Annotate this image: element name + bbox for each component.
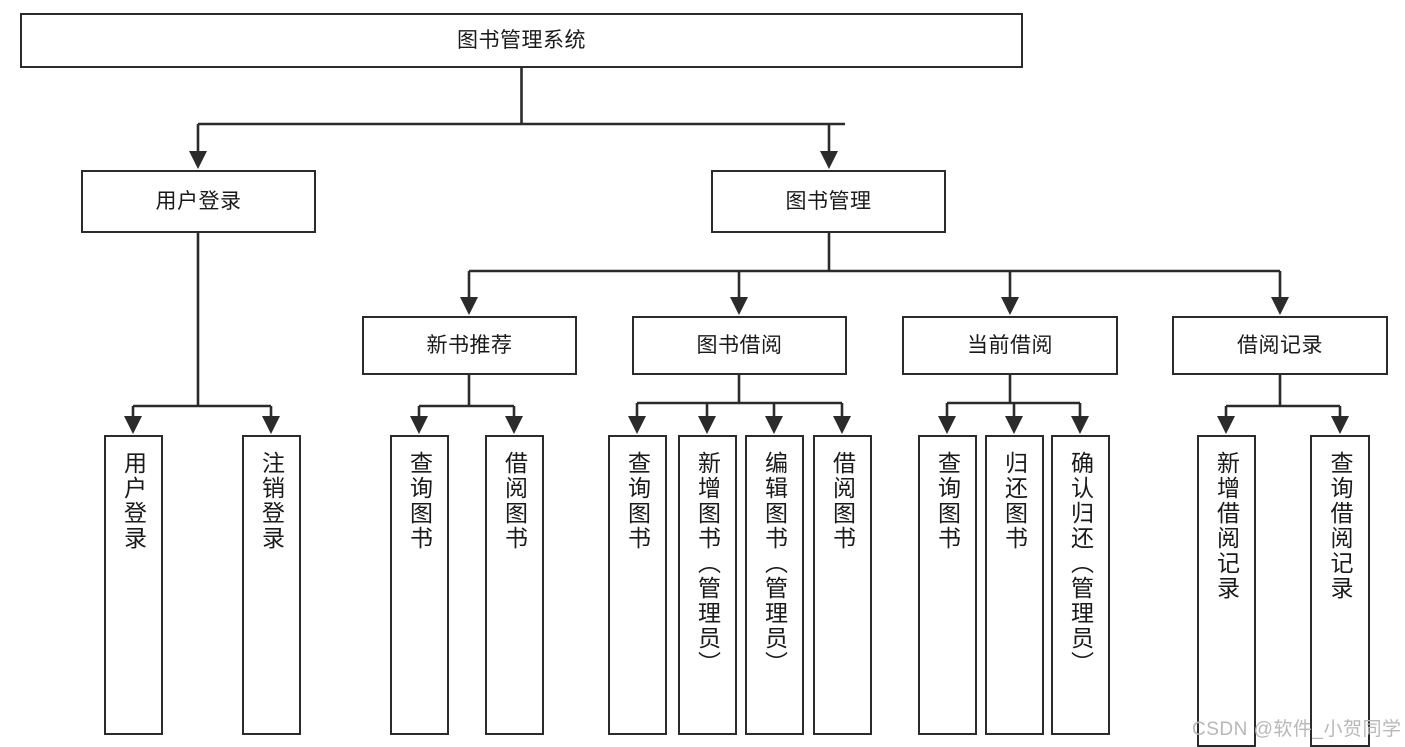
node-current-borrow[interactable]: 当前借阅 <box>902 316 1118 375</box>
node-leaf-add-book-label: 新增图书（管理员） <box>694 451 721 676</box>
node-new-book-rec[interactable]: 新书推荐 <box>362 316 577 375</box>
node-leaf-add-record-label: 新增借阅记录 <box>1213 451 1240 601</box>
node-root[interactable]: 图书管理系统 <box>20 13 1023 68</box>
node-leaf-return-book-label: 归还图书 <box>1001 451 1028 551</box>
node-user-login[interactable]: 用户登录 <box>81 170 316 233</box>
node-leaf-borrow-book-2-label: 借阅图书 <box>829 451 856 551</box>
node-leaf-user-logout[interactable]: 注销登录 <box>242 435 301 735</box>
node-leaf-query-book-3-label: 查询图书 <box>934 451 961 551</box>
node-leaf-query-book-1-label: 查询图书 <box>406 451 433 551</box>
node-leaf-return-book[interactable]: 归还图书 <box>985 435 1044 735</box>
node-leaf-edit-book[interactable]: 编辑图书（管理员） <box>745 435 804 735</box>
csdn-watermark: CSDN @软件_小贺同学 <box>1192 719 1402 740</box>
node-leaf-confirm-return-label: 确认归还（管理员） <box>1067 451 1094 676</box>
node-new-book-rec-label: 新书推荐 <box>426 333 513 357</box>
node-leaf-user-logout-label: 注销登录 <box>258 451 285 551</box>
node-leaf-edit-book-label: 编辑图书（管理员） <box>761 451 788 676</box>
node-leaf-query-book-2-label: 查询图书 <box>624 451 651 551</box>
node-leaf-user-login[interactable]: 用户登录 <box>104 435 163 735</box>
node-leaf-query-book-1[interactable]: 查询图书 <box>390 435 449 735</box>
node-user-login-label: 用户登录 <box>155 189 242 213</box>
node-book-manage-label: 图书管理 <box>785 189 872 213</box>
node-book-manage[interactable]: 图书管理 <box>711 170 946 233</box>
node-root-label: 图书管理系统 <box>457 28 586 52</box>
node-leaf-user-login-label: 用户登录 <box>120 451 147 551</box>
node-leaf-query-book-2[interactable]: 查询图书 <box>608 435 667 735</box>
node-borrow-record[interactable]: 借阅记录 <box>1172 316 1388 375</box>
node-leaf-confirm-return[interactable]: 确认归还（管理员） <box>1051 435 1110 735</box>
node-leaf-borrow-book-1[interactable]: 借阅图书 <box>485 435 544 735</box>
node-leaf-add-book[interactable]: 新增图书（管理员） <box>678 435 737 735</box>
node-leaf-add-record[interactable]: 新增借阅记录 <box>1197 435 1256 747</box>
node-borrow-record-label: 借阅记录 <box>1237 333 1323 357</box>
node-leaf-query-record-label: 查询借阅记录 <box>1327 451 1354 601</box>
node-leaf-borrow-book-2[interactable]: 借阅图书 <box>813 435 872 735</box>
node-leaf-borrow-book-1-label: 借阅图书 <box>501 451 528 551</box>
node-book-borrow[interactable]: 图书借阅 <box>632 316 847 375</box>
node-leaf-query-record[interactable]: 查询借阅记录 <box>1310 435 1370 747</box>
node-book-borrow-label: 图书借阅 <box>696 333 783 357</box>
node-leaf-query-book-3[interactable]: 查询图书 <box>918 435 977 735</box>
node-current-borrow-label: 当前借阅 <box>967 333 1053 357</box>
